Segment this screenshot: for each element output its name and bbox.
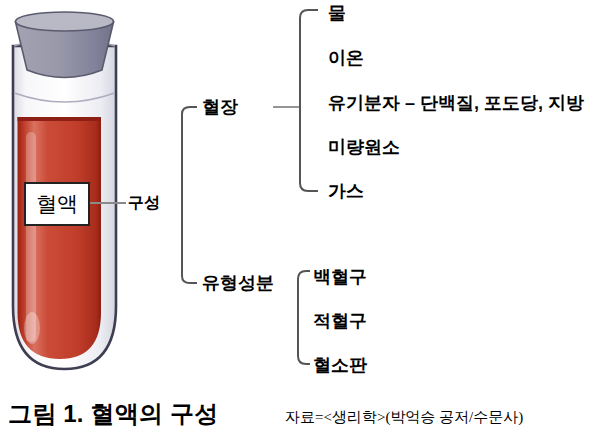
- branch-formed-elements: 유형성분: [202, 271, 274, 295]
- main-bracket: [182, 107, 197, 283]
- composition-label: 구성: [128, 193, 160, 214]
- tube-label: 혈액: [36, 190, 78, 218]
- figure-caption: 그림 1. 혈액의 구성: [8, 398, 218, 430]
- plasma-item-water: 물: [328, 1, 346, 25]
- source-credit: 자료=<생리학>(박억승 공저/수문사): [285, 408, 523, 427]
- plasma-item-ions: 이온: [328, 46, 364, 70]
- branch-plasma: 혈장: [202, 95, 238, 119]
- plasma-item-trace: 미량원소: [328, 135, 400, 159]
- formed-item-rbc: 적혈구: [313, 309, 367, 333]
- formed-item-wbc: 백혈구: [313, 265, 367, 289]
- formed-children-bracket: [298, 271, 310, 364]
- plasma-children-bracket: [300, 10, 318, 191]
- plasma-item-organic: 유기분자 – 단백질, 포도당, 지방: [328, 91, 584, 115]
- tube-label-box: 혈액: [24, 182, 90, 226]
- formed-item-platelet: 혈소판: [313, 353, 367, 377]
- plasma-item-gas: 가스: [328, 179, 364, 203]
